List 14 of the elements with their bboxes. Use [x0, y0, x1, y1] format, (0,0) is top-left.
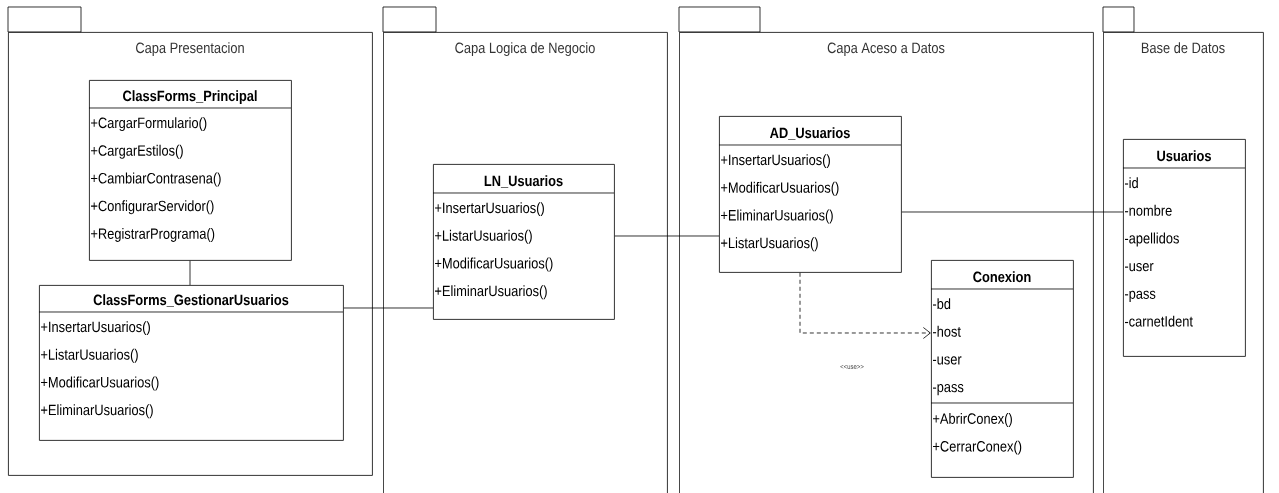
class-box: LN_Usuarios +InsertarUsuarios() +ListarUsuarios() +ModificarUsuarios() +EliminarUsuarios() — [432, 164, 615, 320]
class-box: AD_Usuarios +InsertarUsuarios() +ModificarUsuarios() +EliminarUsuarios() +ListarUsuarios() — [718, 116, 902, 273]
connector — [614, 235, 720, 237]
class-box: ClassForms_GestionarUsuarios +InsertarUsuarios() +ListarUsuarios() +ModificarUsuarios() +EliminarUsuarios() — [38, 285, 344, 441]
connector — [799, 272, 931, 339]
connector — [901, 211, 1124, 213]
node-label: Capa Logica de Negocio — [455, 42, 595, 57]
node-label: Capa Aceso a Datos — [827, 42, 945, 57]
class-box: Usuarios -id -nombre -apellidos -user -pass -carnetIdent — [1122, 139, 1246, 357]
class-box: ClassForms_Principal +CargarFormulario() +CargarEstilos() +CambiarContrasena() +ConfigurarServidor() +RegistrarPrograma() — [88, 80, 292, 261]
connector — [343, 307, 434, 309]
class-box: Conexion -bd -host -user -pass +AbrirConex() +CerrarConex() — [930, 260, 1074, 478]
connector — [189, 260, 191, 286]
node-label: Base de Datos — [1141, 42, 1225, 54]
